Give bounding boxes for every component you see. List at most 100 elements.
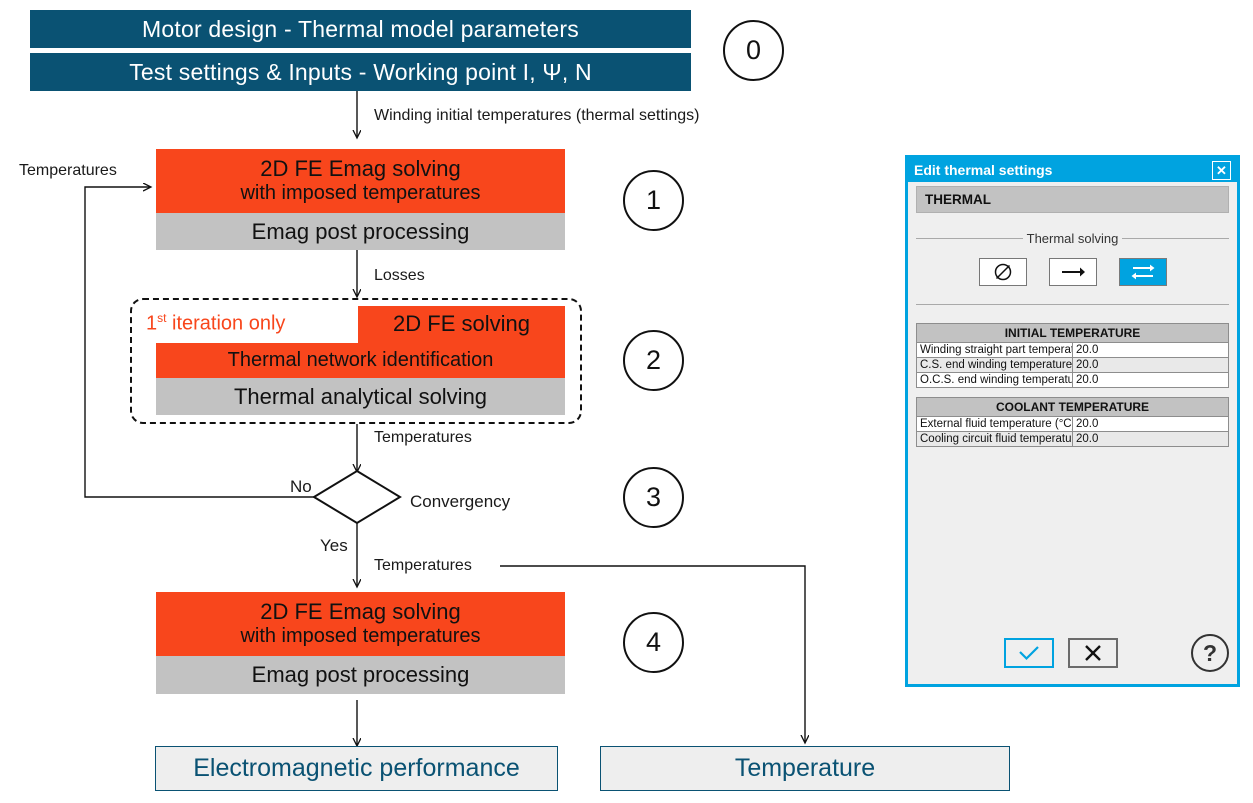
header-bar-label: Motor design - Thermal model parameters	[142, 15, 579, 42]
table-header-label: COOLANT TEMPERATURE	[916, 397, 1229, 417]
edge-label-text: Temperatures	[19, 162, 117, 179]
decision-yes-text: Yes	[320, 536, 348, 555]
dialog-body: THERMAL Thermal solving	[908, 182, 1237, 684]
step4-emag-post-processing-block: Emag post processing	[156, 656, 565, 694]
step4-orange-line2: with imposed temperatures	[240, 625, 481, 648]
decision-label-text: Convergency	[410, 492, 511, 511]
step2-orange-mid-label: Thermal network identification	[227, 349, 494, 372]
help-button[interactable]: ?	[1191, 634, 1229, 672]
row-value[interactable]: 20.0	[1072, 431, 1229, 447]
row-label: Winding straight part temperature (°C)	[916, 342, 1073, 358]
edge-label-temperatures-to-decision: Temperatures	[374, 429, 472, 447]
decision-no-label: No	[290, 477, 312, 497]
row-value[interactable]: 20.0	[1072, 342, 1229, 358]
step1-orange-line1: 2D FE Emag solving	[260, 156, 461, 182]
table-row: External fluid temperature (°C) 20.0	[916, 416, 1229, 432]
step1-emag-solving-block: 2D FE Emag solving with imposed temperat…	[156, 149, 565, 213]
step-badge-4: 4	[623, 612, 684, 673]
row-value[interactable]: 20.0	[1072, 372, 1229, 388]
help-icon: ?	[1202, 639, 1218, 666]
note-sup: st	[157, 311, 167, 325]
step-badge-1: 1	[623, 170, 684, 231]
toggle-iterative-coupling[interactable]	[1118, 258, 1167, 286]
check-icon	[1019, 646, 1039, 661]
decision-no-text: No	[290, 477, 312, 496]
section-divider	[916, 304, 1229, 305]
no-thermal-icon	[994, 263, 1011, 281]
step-badge-3: 3	[623, 467, 684, 528]
row-label: O.C.S. end winding temperature (°C)	[916, 372, 1073, 388]
result-label: Temperature	[734, 754, 876, 782]
ok-button[interactable]	[1004, 638, 1054, 668]
edge-label-temperatures-feedback: Temperatures	[19, 162, 117, 180]
dialog-title: Edit thermal settings	[914, 162, 1053, 178]
step2-thermal-analytical-solving-block: Thermal analytical solving	[156, 378, 565, 415]
result-box-electromagnetic-performance: Electromagnetic performance	[155, 746, 558, 791]
step2-thermal-network-identification-block: Thermal network identification	[156, 343, 565, 378]
table-header-row: COOLANT TEMPERATURE	[916, 397, 1229, 417]
table-header-row: INITIAL TEMPERATURE	[916, 323, 1229, 343]
step-badge-2: 2	[623, 330, 684, 391]
note-suffix: iteration only	[166, 312, 286, 335]
step2-orange-top-label: 2D FE solving	[393, 311, 530, 337]
step-badge-number: 1	[645, 185, 662, 215]
group-rule-right	[1122, 238, 1230, 239]
edge-label-text: Temperatures	[374, 429, 472, 446]
decision-convergency-label: Convergency	[410, 492, 510, 512]
note-prefix: 1	[146, 312, 158, 335]
edge-label-text: Winding initial temperatures (thermal se…	[374, 107, 700, 124]
header-bar-test-settings: Test settings & Inputs - Working point I…	[30, 53, 691, 91]
decision-yes-label: Yes	[320, 536, 348, 556]
step4-emag-solving-block: 2D FE Emag solving with imposed temperat…	[156, 592, 565, 656]
row-label: Cooling circuit fluid temperature (°C)	[916, 431, 1073, 447]
thermal-solving-label: Thermal solving	[1026, 231, 1119, 246]
row-value[interactable]: 20.0	[1072, 416, 1229, 432]
convergency-diamond	[312, 469, 402, 525]
edge-label-text: Losses	[374, 267, 425, 284]
step-badge-0: 0	[723, 20, 784, 81]
table-row: Winding straight part temperature (°C) 2…	[916, 342, 1229, 358]
bidirectional-arrows-icon	[1131, 264, 1154, 280]
section-header-label: THERMAL	[925, 192, 991, 207]
edge-label-losses: Losses	[374, 267, 425, 285]
row-label: External fluid temperature (°C)	[916, 416, 1073, 432]
step1-orange-line2: with imposed temperatures	[240, 182, 481, 205]
step-badge-number: 0	[745, 35, 762, 65]
table-row: C.S. end winding temperature (°C) 20.0	[916, 357, 1229, 373]
edge-label-text: Temperatures	[374, 557, 472, 574]
toggle-no-thermal[interactable]	[978, 258, 1027, 286]
header-bar-label: Test settings & Inputs - Working point I…	[129, 58, 592, 85]
result-box-temperature: Temperature	[600, 746, 1010, 791]
result-label: Electromagnetic performance	[193, 754, 520, 782]
edge-label-winding-initial-temperatures: Winding initial temperatures (thermal se…	[374, 107, 699, 125]
step2-first-iteration-note: 1st iteration only	[146, 311, 285, 336]
toggle-one-way-coupling[interactable]	[1048, 258, 1097, 286]
step2-2d-fe-solving-block: 2D FE solving	[358, 306, 565, 343]
table-row: Cooling circuit fluid temperature (°C) 2…	[916, 431, 1229, 447]
thermal-solving-group-header: Thermal solving	[916, 231, 1230, 246]
group-rule-left	[916, 238, 1023, 239]
step2-gray-label: Thermal analytical solving	[233, 383, 488, 409]
close-icon	[1085, 645, 1101, 661]
step1-emag-post-processing-block: Emag post processing	[156, 213, 565, 250]
step1-gray-label: Emag post processing	[251, 218, 470, 244]
arrow-right-icon	[1061, 267, 1085, 277]
dialog-footer: ?	[916, 634, 1229, 672]
thermal-solving-toggle-group	[916, 258, 1229, 286]
header-bar-motor-design: Motor design - Thermal model parameters	[30, 10, 691, 48]
table-header-label: INITIAL TEMPERATURE	[916, 323, 1229, 343]
section-header-thermal: THERMAL	[916, 186, 1229, 213]
step-badge-number: 3	[645, 482, 662, 512]
row-value[interactable]: 20.0	[1072, 357, 1229, 373]
row-label: C.S. end winding temperature (°C)	[916, 357, 1073, 373]
step-badge-number: 4	[645, 627, 662, 657]
cancel-button[interactable]	[1068, 638, 1118, 668]
edit-thermal-settings-dialog: Edit thermal settings ✕ THERMAL Thermal …	[905, 155, 1240, 687]
step4-gray-label: Emag post processing	[251, 662, 470, 687]
step4-orange-line1: 2D FE Emag solving	[260, 599, 461, 625]
close-icon[interactable]: ✕	[1212, 160, 1231, 180]
edge-label-temperatures-yes: Temperatures	[374, 557, 472, 575]
table-row: O.C.S. end winding temperature (°C) 20.0	[916, 372, 1229, 388]
